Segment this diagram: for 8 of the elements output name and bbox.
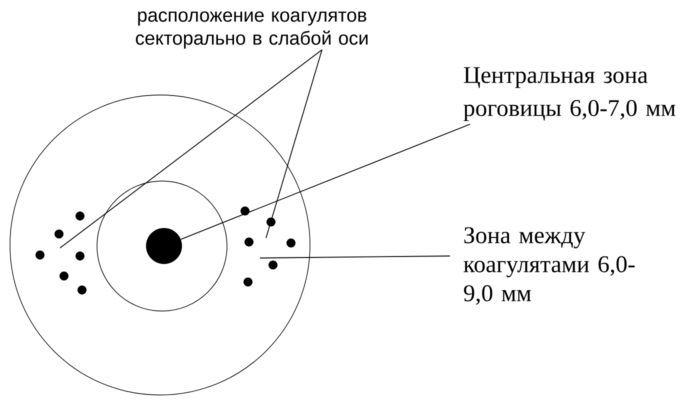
callout-text: Зона между коагулятами 6,0-9,0 мм: [464, 227, 635, 305]
leader-line: [60, 49, 322, 248]
central-dot: [146, 228, 182, 264]
callout-text: расположение коагулятов секторально в слабой оси: [136, 11, 368, 49]
leader-line: [180, 124, 470, 240]
leader-line: [266, 49, 322, 238]
callout-text: Центральная зона роговицы 6,0-7,0 мм: [464, 67, 676, 122]
leader-line: [260, 256, 450, 258]
